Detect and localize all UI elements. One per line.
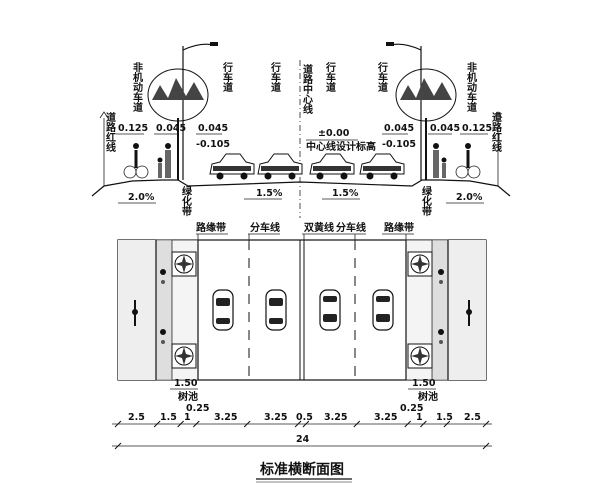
- dim-tick-0: [114, 420, 122, 428]
- elev-left-mid: 0.045: [156, 123, 186, 134]
- label-green-belt-left: 绿化带: [180, 185, 192, 217]
- car-side-icon-1: [209, 153, 255, 180]
- car-top-icon-3: [319, 289, 341, 331]
- car-top-icon-4: [372, 289, 394, 331]
- pedestrian-plan-icon-2: [160, 329, 166, 344]
- label-green-belt-right: 绿化带: [420, 185, 432, 217]
- elev-right-inner-bottom: -0.105: [382, 139, 416, 150]
- label-center-line: 道路中心线: [301, 63, 313, 115]
- elev-right-inner-top: 0.045: [384, 123, 414, 134]
- label-nonmotor-right: 非机动车道: [465, 61, 477, 113]
- label-curb-right: 路缘带: [384, 221, 414, 234]
- dim-segment-6: 0.5: [296, 412, 313, 423]
- street-light-right: [386, 42, 422, 180]
- elev-right-mid: 0.045: [430, 123, 460, 134]
- car-side-icon-2: [257, 153, 303, 180]
- pedestrian-plan-icon-3: [438, 269, 444, 284]
- pit-dim-right: 1.50: [412, 378, 436, 389]
- label-curb-left: 路缘带: [196, 221, 226, 234]
- slope-left-side: 2.0%: [128, 192, 155, 203]
- elev-left-inner-top: 0.045: [198, 123, 228, 134]
- tree-pit-icon-1: [171, 251, 197, 277]
- pedestrians-left-icon: [157, 143, 171, 178]
- car-top-icon-2: [265, 289, 287, 331]
- total-tick-1: [482, 442, 490, 450]
- dim-tick-3: [192, 420, 200, 428]
- dim-tick-2: [177, 420, 184, 428]
- label-tree-pit-right: 树池: [418, 390, 438, 403]
- elev-left-outer: 0.125: [118, 123, 148, 134]
- elev-left-inner-bottom: -0.105: [196, 139, 230, 150]
- elev-right-outer: 0.125: [462, 123, 492, 134]
- pit-dim-left: 1.50: [174, 378, 198, 389]
- dim-tick-10: [443, 420, 451, 428]
- car-side-icon-4: [359, 153, 405, 180]
- pit-offset-left: 0.25: [186, 403, 209, 414]
- cyclist-left-icon: [123, 143, 149, 179]
- dim-segment-1: 2.5: [128, 412, 145, 423]
- label-lane-right-2: 行车道: [376, 61, 389, 93]
- tree-pit-icon-4: [407, 343, 433, 369]
- bike-plan-left-icon: [132, 300, 138, 326]
- label-double-yellow: 双黄线: [304, 221, 334, 234]
- cyclist-right-icon: [455, 143, 481, 179]
- tree-pit-icon-3: [407, 251, 433, 277]
- label-center-design-elev: 中心线设计标高: [306, 140, 376, 153]
- dim-segment-5: 3.25: [264, 412, 287, 423]
- dim-tick-1: [153, 420, 161, 428]
- pedestrian-plan-icon-1: [160, 269, 166, 284]
- dim-segment-7: 3.25: [324, 412, 347, 423]
- dim-segment-8: 3.25: [374, 412, 397, 423]
- label-lane-left-2: 行车道: [269, 61, 282, 93]
- car-top-icon-1: [212, 289, 234, 331]
- label-nonmotor-left: 非机动车道: [131, 61, 143, 113]
- label-lane-right-1: 行车道: [324, 61, 337, 93]
- drawing-title: 标准横断面图: [259, 461, 344, 478]
- tree-right-icon: [395, 68, 457, 180]
- tree-left-icon: [147, 68, 209, 180]
- dim-segment-11: 2.5: [464, 412, 481, 423]
- pedestrians-right-icon: [433, 143, 447, 178]
- dim-segment-2: 1.5: [160, 412, 177, 423]
- dim-tick-9: [420, 420, 427, 428]
- total-tick-0: [114, 442, 122, 450]
- elev-center: ±0.00: [318, 128, 350, 139]
- label-divider-right: 分车线: [336, 221, 366, 234]
- tree-pit-icon-2: [171, 343, 197, 369]
- slope-left-road: 1.5%: [256, 188, 283, 199]
- dim-tick-8: [404, 420, 412, 428]
- dim-total: 24: [296, 434, 310, 445]
- dim-segment-10: 1.5: [436, 412, 453, 423]
- pit-offset-right: 0.25: [400, 403, 423, 414]
- dim-tick-7: [353, 420, 361, 428]
- dim-tick-4: [243, 420, 251, 428]
- dimension-lines: 2.5 1.5 1 3.25 3.25 0.5 3.25 3.25 1 1.5 …: [112, 412, 492, 450]
- slope-right-side: 2.0%: [456, 192, 483, 203]
- bike-plan-right-icon: [466, 300, 472, 326]
- street-light-left: [182, 42, 218, 180]
- label-divider-left: 分车线: [250, 221, 280, 234]
- dim-segment-9: 1: [416, 412, 423, 423]
- car-side-icon-3: [309, 153, 355, 180]
- pedestrian-plan-icon-4: [438, 329, 444, 344]
- slope-right-road: 1.5%: [332, 188, 359, 199]
- label-red-line-right: 道路红线: [490, 111, 502, 153]
- label-red-line-left: 道路红线: [104, 111, 116, 153]
- dim-segment-4: 3.25: [214, 412, 237, 423]
- cross-section: 非机动车道 道路红线 行车道 行车道 道路中心线 行车道 行车道 非机动车道 道…: [91, 42, 511, 218]
- dim-tick-11: [482, 420, 490, 428]
- plan-view: 路缘带 分车线 双黄线 分车线 路缘带 1.50 树池 0.25 1.50 树池…: [117, 221, 487, 414]
- road-profile-line: [91, 179, 511, 197]
- label-lane-left-1: 行车道: [221, 61, 234, 93]
- dimension-ticks: [114, 420, 490, 450]
- label-tree-pit-left: 树池: [178, 390, 198, 403]
- dim-tick-5: [294, 420, 302, 428]
- dim-tick-6: [302, 420, 310, 428]
- dim-segment-3: 1: [184, 412, 191, 423]
